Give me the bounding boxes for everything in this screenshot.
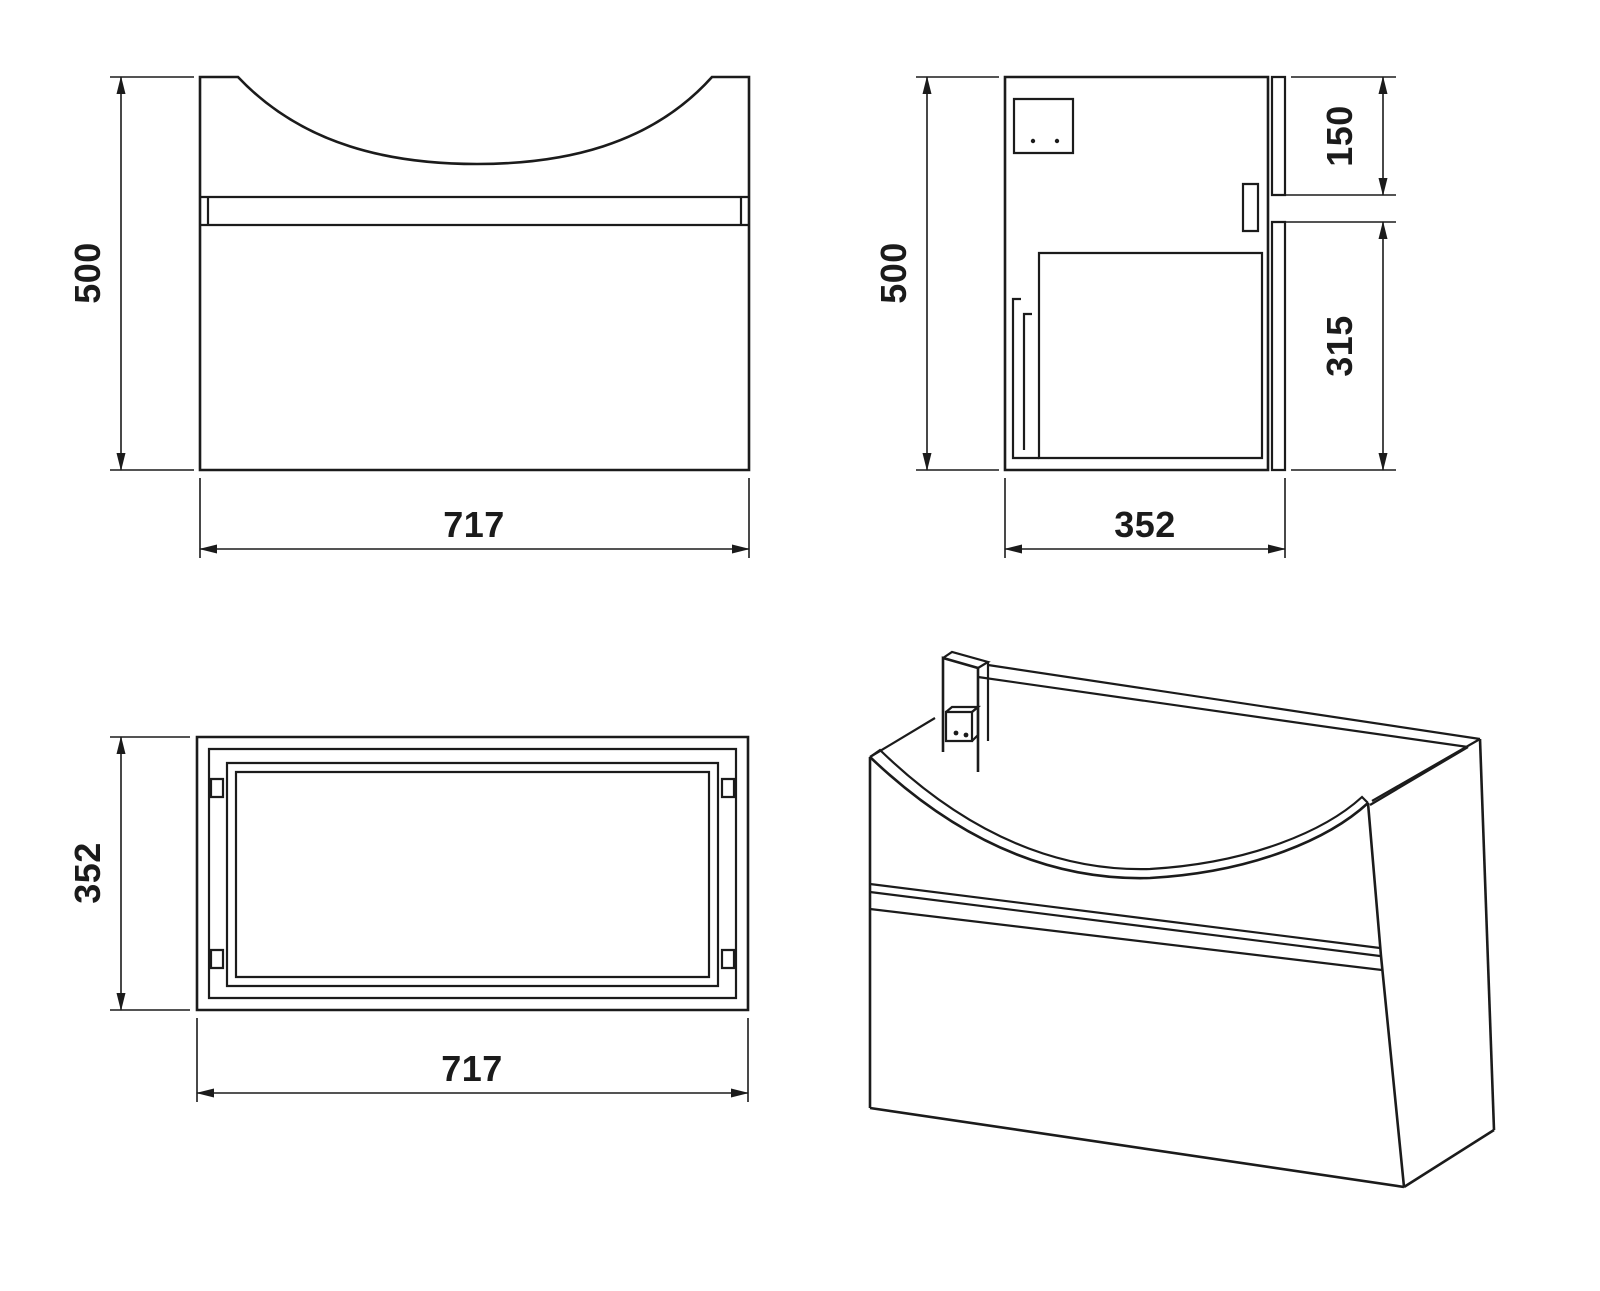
bracket-dot (963, 732, 969, 738)
drawer-inner (234, 770, 711, 979)
front-height-label: 500 (67, 242, 108, 304)
persp-back-post-top-face (942, 650, 991, 669)
side-top-section-dimension: 150 (1272, 76, 1396, 196)
side-front-strip-top (1270, 75, 1287, 197)
bracket-dot (1054, 138, 1060, 144)
drawer-slide-step-outer (1011, 297, 1039, 460)
top-inner-wall (207, 747, 738, 1000)
side-view: 500 150 315 352 (873, 75, 1396, 558)
slide-notch-bottom-right (720, 948, 736, 970)
persp-left-panel-top-edge (869, 717, 936, 758)
slide-notch-top-left (209, 777, 225, 799)
top-depth-label: 352 (67, 842, 108, 904)
front-outline (198, 75, 751, 472)
persp-right-panel-bottom-edge (1403, 1128, 1495, 1189)
slide-notch-bottom-left (209, 948, 225, 970)
side-height-dimension: 500 (873, 76, 999, 471)
persp-gap-line-1 (869, 882, 1381, 950)
side-front-strip-bottom (1270, 220, 1287, 472)
wall-bracket (1012, 97, 1075, 155)
top-width-dimension: 717 (196, 1018, 749, 1102)
persp-right-panel-back-edge (1478, 738, 1496, 1131)
perspective-view (868, 650, 1496, 1189)
persp-gap-line-3 (869, 907, 1383, 972)
side-depth-label: 352 (1114, 504, 1176, 545)
slide-notch-top-right (720, 777, 736, 799)
persp-gap-line-2 (869, 890, 1381, 958)
top-view: 352 717 (67, 735, 750, 1102)
top-depth-dimension: 352 (67, 736, 190, 1011)
top-outline (195, 735, 750, 1012)
side-outline (1003, 75, 1270, 472)
front-width-dimension: 717 (199, 478, 750, 558)
drawer-slide-step-inner (1022, 312, 1032, 450)
bracket-dot (1030, 138, 1036, 144)
persp-front-curve (869, 756, 1369, 880)
persp-back-panel-top-outer (987, 663, 1481, 741)
bracket-dot (953, 730, 959, 736)
persp-back-panel-top-inner (977, 675, 1469, 749)
front-width-label: 717 (443, 504, 505, 545)
persp-curve-top-face (869, 748, 1369, 871)
rail-slot (1241, 182, 1260, 233)
side-depth-dimension: 352 (1004, 478, 1286, 558)
persp-bottom-edge (869, 1106, 1405, 1189)
side-height-label: 500 (873, 242, 914, 304)
persp-front-right-edge (1366, 802, 1406, 1188)
front-view: 500 717 (67, 75, 751, 558)
drawer-outer (225, 761, 720, 988)
side-drawer-front-dimension: 315 (1272, 221, 1396, 471)
drawer-box-profile (1037, 251, 1264, 460)
persp-bracket-front (944, 710, 974, 743)
front-height-dimension: 500 (67, 76, 194, 471)
persp-right-panel-top-inner (1369, 746, 1469, 806)
side-drawer-front-label: 315 (1319, 315, 1360, 377)
side-top-section-label: 150 (1319, 105, 1360, 167)
top-width-label: 717 (441, 1048, 503, 1089)
persp-bracket-side (971, 704, 980, 742)
